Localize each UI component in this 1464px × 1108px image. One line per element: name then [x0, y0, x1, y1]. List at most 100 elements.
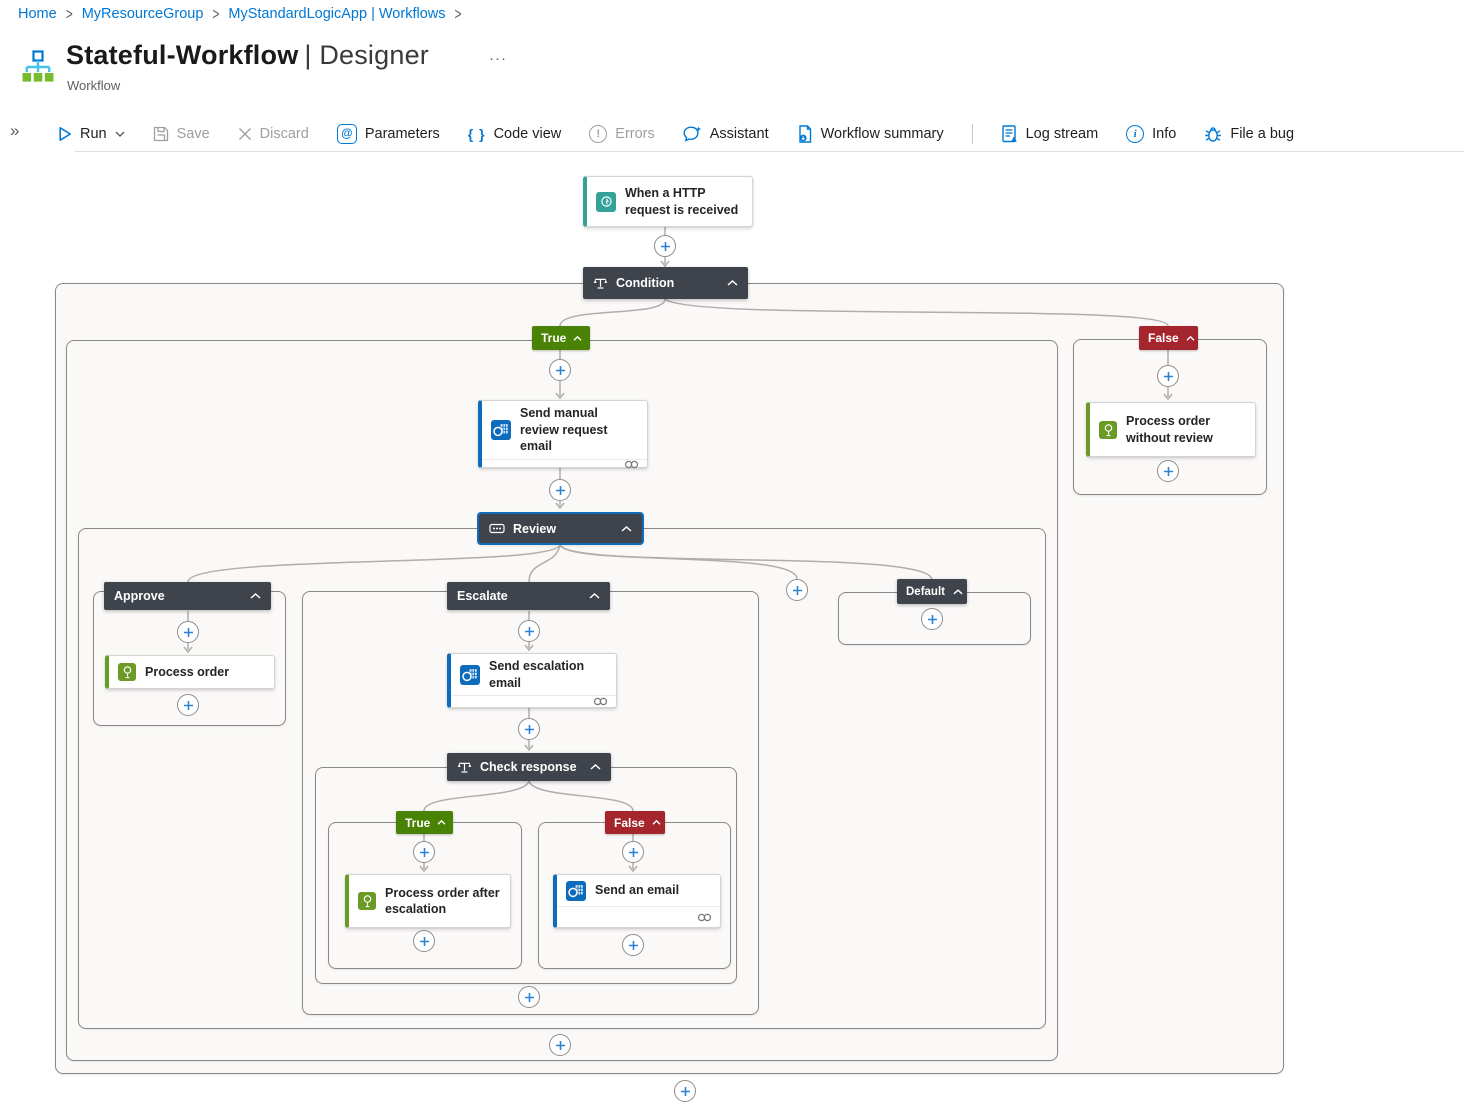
check-response-header[interactable]: Check response	[447, 753, 611, 781]
error-circle-icon: !	[589, 125, 608, 143]
log-stream-button[interactable]: Log stream	[1001, 125, 1098, 143]
condition-icon	[593, 278, 608, 289]
connection-icon[interactable]	[624, 460, 639, 469]
assistant-button[interactable]: Assistant	[683, 125, 769, 143]
add-action-button[interactable]	[549, 1034, 571, 1056]
collapse-chevron-icon[interactable]	[437, 820, 446, 825]
file-a-bug-button[interactable]: File a bug	[1204, 126, 1294, 143]
collapse-chevron-icon[interactable]	[953, 588, 963, 595]
info-icon: i	[1126, 125, 1145, 143]
process-icon	[358, 892, 376, 910]
add-action-button[interactable]	[413, 841, 435, 863]
approve-case-header[interactable]: Approve	[104, 582, 271, 610]
add-action-button[interactable]	[518, 620, 540, 642]
escalate-case-header[interactable]: Escalate	[447, 582, 610, 610]
send-escalation-email-card[interactable]: Send escalation email	[447, 653, 617, 708]
action-label: Process order after escalation	[385, 885, 500, 917]
chevron-down-icon	[115, 131, 125, 137]
add-action-button[interactable]	[1157, 365, 1179, 387]
condition-scope-header[interactable]: Condition	[583, 267, 748, 299]
add-action-button[interactable]	[413, 930, 435, 952]
process-order-card[interactable]: Process order	[105, 655, 275, 689]
command-bar: » Run Save Discard @ Parameters { } C	[0, 117, 1464, 151]
add-action-button[interactable]	[622, 841, 644, 863]
send-an-email-card[interactable]: Send an email	[553, 874, 721, 928]
add-action-button[interactable]	[921, 608, 943, 630]
add-action-button[interactable]	[177, 621, 199, 643]
connection-icon[interactable]	[593, 697, 608, 706]
trigger-card[interactable]: When a HTTP request is received	[583, 176, 753, 227]
scope-label: Default	[906, 585, 945, 598]
page-title: Stateful-Workflow| Designer	[66, 40, 429, 70]
info-button[interactable]: i Info	[1126, 125, 1176, 143]
parameters-button[interactable]: @ Parameters	[336, 124, 440, 144]
trigger-label: When a HTTP request is received	[625, 186, 739, 217]
action-label: Process order	[145, 664, 230, 679]
add-action-button[interactable]	[549, 479, 571, 501]
outlook-icon	[491, 419, 511, 440]
badge-label: True	[541, 331, 567, 345]
save-button[interactable]: Save	[153, 126, 210, 142]
errors-button[interactable]: ! Errors	[589, 125, 655, 143]
breadcrumb-separator: >	[212, 4, 220, 24]
toolbar-divider	[971, 124, 973, 144]
scope-label: Check response	[480, 760, 577, 774]
process-icon	[1099, 420, 1117, 439]
add-action-button[interactable]	[654, 235, 676, 257]
http-request-trigger-icon	[596, 191, 616, 212]
add-action-button[interactable]	[674, 1080, 696, 1102]
collapse-chevron-icon[interactable]	[573, 335, 582, 341]
bug-icon	[1205, 126, 1222, 142]
action-label: Process order without review	[1126, 414, 1213, 445]
collapse-chevron-icon[interactable]	[652, 820, 661, 825]
default-case-header[interactable]: Default	[897, 579, 967, 604]
breadcrumb: Home > MyResourceGroup > MyStandardLogic…	[18, 4, 462, 24]
breadcrumb-separator: >	[65, 4, 73, 24]
collapse-chevron-icon[interactable]	[621, 525, 632, 532]
process-order-without-review-card[interactable]: Process order without review	[1086, 402, 1256, 457]
collapse-chevron-icon[interactable]	[1186, 335, 1195, 341]
connection-icon[interactable]	[697, 913, 712, 922]
braces-icon: { }	[467, 126, 486, 142]
add-action-button[interactable]	[622, 934, 644, 956]
action-label: Send manual review request email	[520, 406, 608, 453]
breadcrumb-link-logic-app[interactable]: MyStandardLogicApp | Workflows	[228, 6, 446, 22]
add-action-button[interactable]	[518, 986, 540, 1008]
add-action-button[interactable]	[518, 718, 540, 740]
add-action-button[interactable]	[549, 359, 571, 381]
code-view-button[interactable]: { } Code view	[467, 126, 562, 142]
add-action-button[interactable]	[1157, 460, 1179, 482]
true-branch-badge[interactable]: True	[532, 326, 590, 350]
breadcrumb-link-home[interactable]: Home	[18, 6, 57, 22]
title-overflow-menu[interactable]: ···	[489, 50, 507, 67]
review-switch-header[interactable]: Review	[477, 512, 644, 545]
process-order-after-escalation-card[interactable]: Process order after escalation	[345, 874, 511, 928]
process-icon	[118, 663, 136, 681]
action-label: Send an email	[595, 883, 680, 898]
workflow-summary-button[interactable]: Workflow summary	[797, 125, 944, 143]
summary-document-icon	[798, 125, 811, 143]
add-action-button[interactable]	[177, 694, 199, 716]
check-false-badge[interactable]: False	[605, 811, 665, 834]
breadcrumb-link-resource-group[interactable]: MyResourceGroup	[81, 6, 204, 22]
page-subtitle: Workflow	[67, 78, 121, 93]
add-case-button[interactable]	[786, 579, 808, 601]
collapse-panel-icon[interactable]: »	[10, 121, 20, 140]
discard-button[interactable]: Discard	[238, 126, 309, 142]
badge-label: False	[1148, 331, 1179, 345]
scope-label: Review	[513, 521, 557, 536]
at-icon: @	[336, 124, 357, 144]
outlook-icon	[566, 880, 586, 901]
collapse-chevron-icon[interactable]	[590, 764, 601, 770]
send-manual-review-email-card[interactable]: Send manual review request email	[478, 400, 648, 468]
false-branch-badge[interactable]: False	[1139, 326, 1198, 350]
collapse-chevron-icon[interactable]	[589, 593, 600, 599]
collapse-chevron-icon[interactable]	[727, 280, 738, 286]
condition-icon	[457, 762, 472, 773]
collapse-chevron-icon[interactable]	[250, 593, 261, 599]
save-icon	[153, 126, 168, 142]
outlook-icon	[460, 664, 480, 685]
run-button[interactable]: Run	[58, 126, 125, 142]
log-stream-icon	[1001, 125, 1017, 143]
check-true-badge[interactable]: True	[396, 811, 453, 834]
